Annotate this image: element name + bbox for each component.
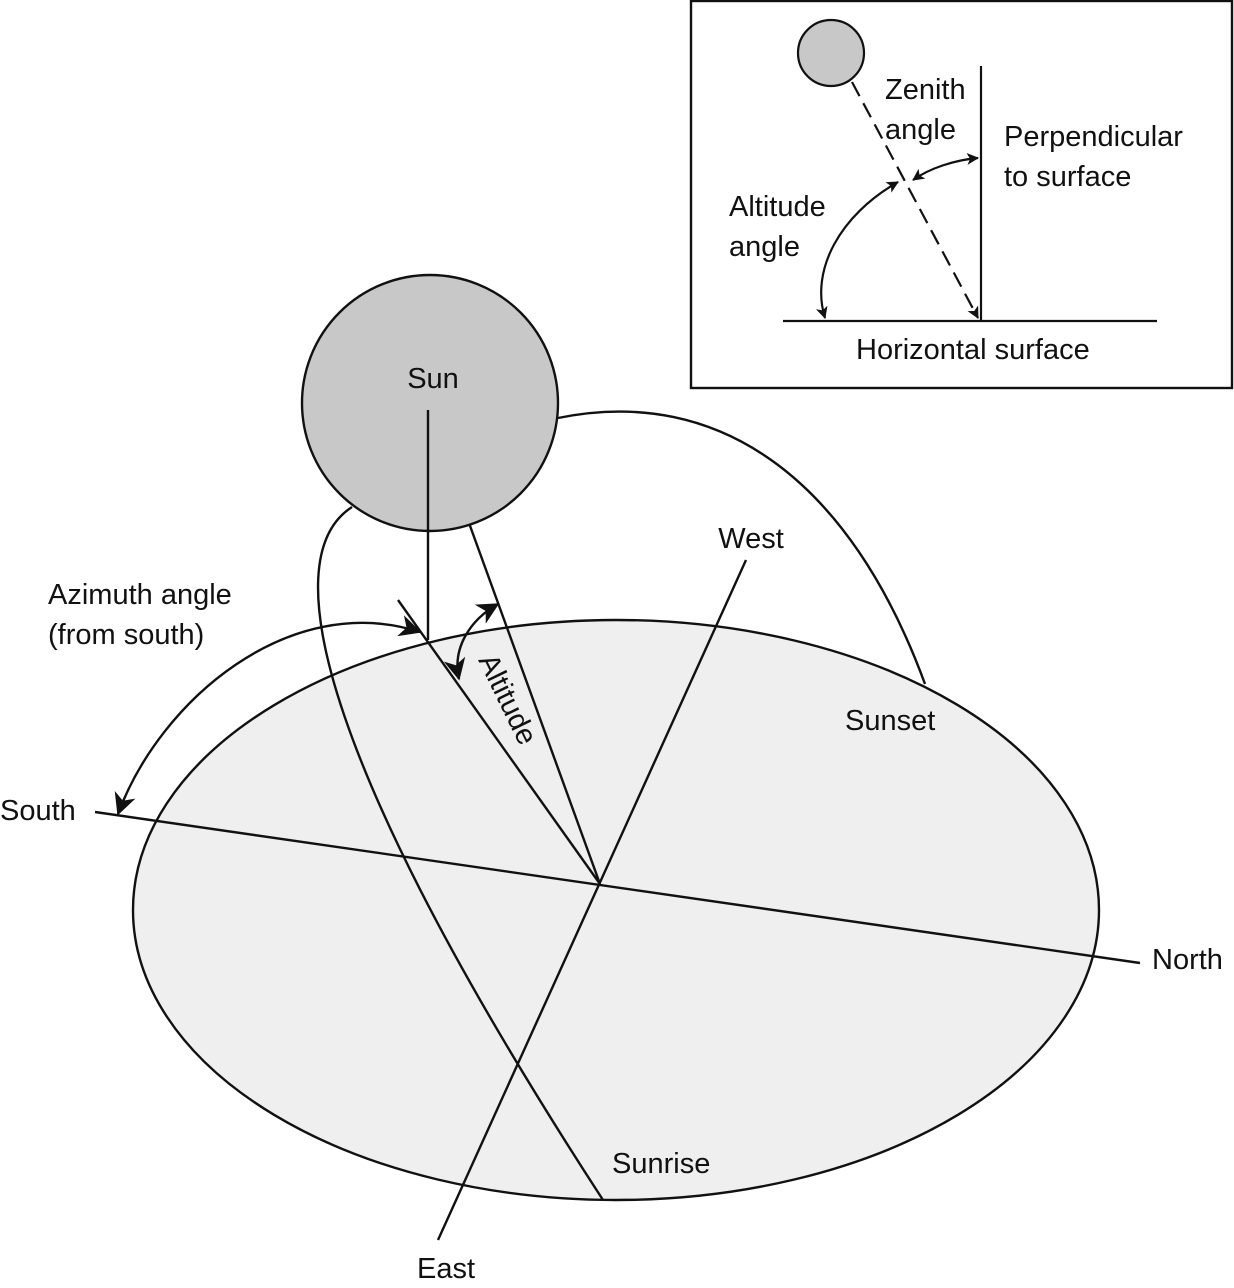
inset-sun-circle — [796, 18, 866, 88]
sun-label: Sun — [407, 363, 459, 395]
north-label: North — [1152, 944, 1223, 976]
inset-perpendicular-label-line2: to surface — [1004, 161, 1131, 193]
inset-zenith-arrow — [912, 152, 979, 181]
sun-projection-line — [397, 599, 601, 885]
inset-zenith-label-line2: angle — [885, 114, 956, 146]
azimuth-arrow — [114, 615, 422, 816]
main-diagram: Sun West East North South Sunset Sunrise… — [0, 273, 1223, 1285]
altitude-arrow — [443, 602, 500, 681]
inset-perpendicular-label-line1: Perpendicular — [1004, 121, 1183, 153]
south-label: South — [0, 795, 76, 827]
inset-frame — [689, 0, 1234, 390]
inset-horizontal-surface-label: Horizontal surface — [856, 334, 1090, 366]
ground-plane — [131, 618, 1101, 1202]
inset-sun-ray — [851, 81, 979, 319]
inset-box: Zenith angle Perpendicular to surface Al… — [689, 0, 1234, 390]
east-label: East — [417, 1253, 475, 1285]
azimuth-label-line2: (from south) — [48, 619, 204, 651]
inset-zenith-label-line1: Zenith — [885, 74, 966, 106]
inset-altitude-label-line1: Altitude — [729, 191, 826, 223]
inset-altitude-arrow — [815, 181, 899, 319]
sunrise-label: Sunrise — [612, 1148, 710, 1180]
east-west-axis — [436, 559, 748, 1241]
inset-altitude-label-line2: angle — [729, 231, 800, 263]
south-north-axis — [94, 810, 1141, 965]
sunset-label: Sunset — [845, 705, 935, 737]
sun-path-arc-upper — [557, 410, 927, 685]
west-label: West — [718, 523, 784, 555]
azimuth-label-line1: Azimuth angle — [48, 579, 232, 611]
sun-circle — [300, 273, 560, 533]
